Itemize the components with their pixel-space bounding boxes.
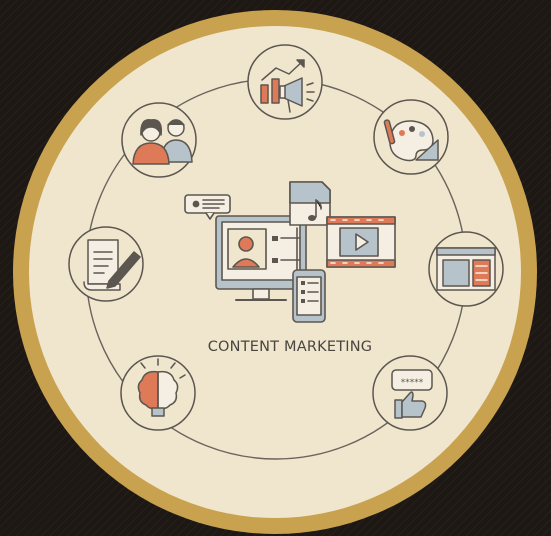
design-palette-icon: [373, 99, 449, 175]
diagram-title: CONTENT MARKETING: [208, 339, 373, 355]
web-layout-icon: [428, 231, 504, 307]
review-like-icon: *****: [372, 355, 448, 431]
music-document-icon: [289, 181, 331, 301]
document-writing-icon: [68, 226, 144, 302]
profile-card-icon: [184, 194, 231, 220]
megaphone-analytics-icon: [247, 44, 323, 120]
audience-people-icon: [121, 102, 197, 178]
central-media-illustration: [184, 181, 396, 323]
rating-stars: *****: [401, 378, 424, 388]
smartphone-icon: [292, 269, 326, 323]
video-film-icon: [326, 216, 396, 268]
monitor-icon: [215, 215, 307, 301]
brain-idea-icon: [120, 355, 196, 431]
